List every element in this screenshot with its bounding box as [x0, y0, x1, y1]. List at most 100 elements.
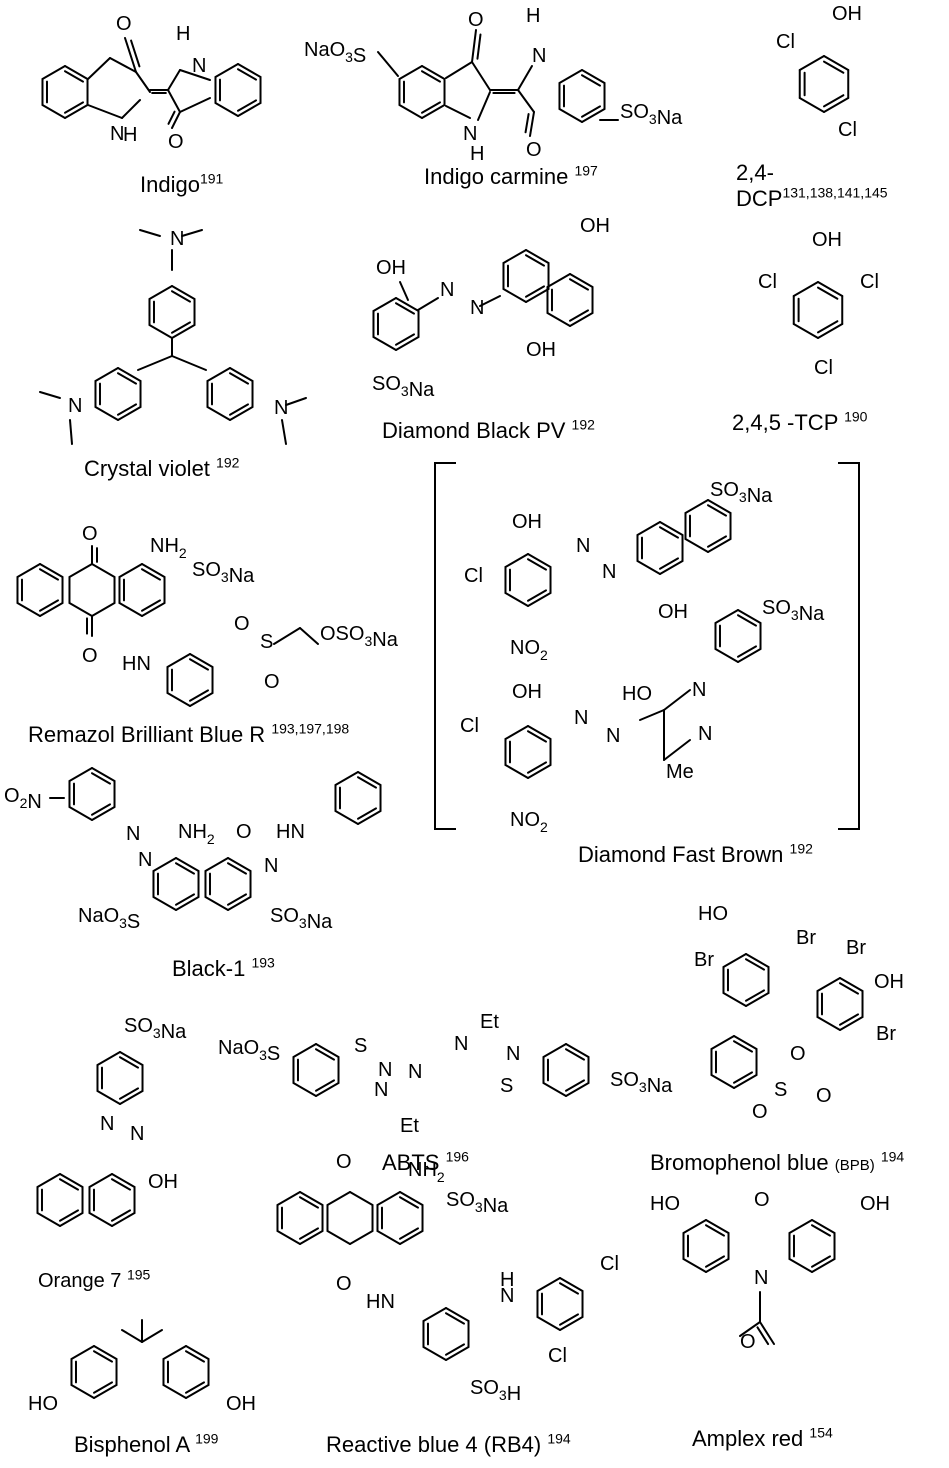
- atom-label: Et: [400, 1115, 419, 1137]
- bond: [395, 297, 420, 312]
- bond: [705, 1255, 726, 1268]
- bond: [276, 1230, 301, 1245]
- bond: [527, 592, 552, 607]
- bond: [737, 609, 762, 624]
- bond: [59, 1212, 84, 1227]
- bond: [315, 1043, 340, 1058]
- atom-label: OH: [874, 971, 904, 993]
- bond: [276, 1191, 301, 1206]
- bond: [581, 105, 602, 118]
- bond: [372, 297, 397, 312]
- bond: [502, 249, 527, 264]
- bond: [189, 692, 214, 707]
- bond: [710, 1035, 735, 1050]
- bond: [745, 953, 770, 968]
- atom-label: N: [698, 723, 712, 745]
- atom-label: OH: [526, 339, 556, 361]
- bond: [93, 1384, 118, 1399]
- bond: [421, 70, 442, 83]
- bond: [395, 336, 420, 351]
- bond: [326, 1191, 351, 1206]
- atom-label: SO3Na: [446, 1189, 509, 1217]
- bond: [565, 1043, 590, 1058]
- atom-label: O: [816, 1085, 832, 1107]
- bond: [504, 553, 529, 568]
- atom-label: O: [234, 613, 250, 635]
- bond: [559, 1282, 580, 1295]
- atom-label: Br: [796, 927, 816, 949]
- bond: [445, 1312, 466, 1325]
- atom-label: Me: [666, 761, 694, 783]
- bond: [204, 896, 229, 911]
- bond: [179, 69, 211, 81]
- bond: [68, 767, 93, 782]
- bond: [811, 1219, 836, 1234]
- bond: [705, 1258, 730, 1273]
- bond: [167, 110, 176, 125]
- atom-label: O: [168, 131, 184, 153]
- bond: [398, 65, 423, 80]
- bond: [171, 355, 207, 371]
- bond: [722, 953, 747, 968]
- bond: [171, 285, 196, 300]
- bond: [421, 65, 446, 80]
- bond: [476, 33, 482, 60]
- bond: [714, 609, 739, 624]
- bond: [315, 1048, 336, 1061]
- bond: [792, 323, 819, 339]
- bond: [558, 108, 583, 123]
- bond: [185, 1384, 210, 1399]
- bond: [399, 1227, 420, 1240]
- atom-label: N: [126, 823, 140, 845]
- bond: [152, 896, 177, 911]
- bond: [565, 1082, 590, 1097]
- atom-label: SO3Na: [762, 597, 825, 625]
- bond: [189, 689, 210, 702]
- bond: [581, 74, 602, 87]
- atom-label: N: [463, 123, 477, 145]
- bond: [94, 406, 119, 421]
- label-crystal-violet: Crystal violet 192: [84, 454, 240, 481]
- bond: [517, 65, 533, 91]
- atom-label: N: [754, 1267, 768, 1289]
- bond: [542, 1043, 567, 1058]
- bond: [525, 254, 546, 267]
- bond: [69, 419, 73, 445]
- bond: [171, 324, 196, 339]
- bond: [707, 535, 728, 548]
- bond: [527, 589, 548, 602]
- bond: [536, 1277, 561, 1292]
- bond: [141, 1329, 163, 1343]
- bond: [445, 1343, 466, 1356]
- right-bracket: [838, 462, 860, 830]
- bond: [745, 958, 766, 971]
- bond: [502, 288, 527, 303]
- bond: [745, 992, 770, 1007]
- bond: [471, 29, 477, 63]
- bond: [88, 1173, 113, 1188]
- bond: [733, 1071, 754, 1084]
- atom-label: N: [170, 228, 184, 250]
- atom-label: H: [526, 5, 540, 27]
- bond: [527, 761, 548, 774]
- bond: [141, 599, 162, 612]
- atom-label: N: [440, 279, 454, 301]
- bond: [798, 97, 825, 113]
- bond: [417, 297, 439, 311]
- bond: [527, 558, 548, 571]
- bond: [705, 1219, 730, 1234]
- bond: [792, 281, 819, 297]
- atom-label: NaO3S: [304, 39, 366, 67]
- atom-label: Cl: [464, 565, 483, 587]
- bond: [839, 1013, 860, 1026]
- atom-label: N: [192, 55, 206, 77]
- bond: [839, 977, 864, 992]
- bond: [422, 1346, 447, 1361]
- atom-label: Cl: [460, 715, 479, 737]
- label-indigo-carmine: Indigo carmine 197: [424, 162, 598, 189]
